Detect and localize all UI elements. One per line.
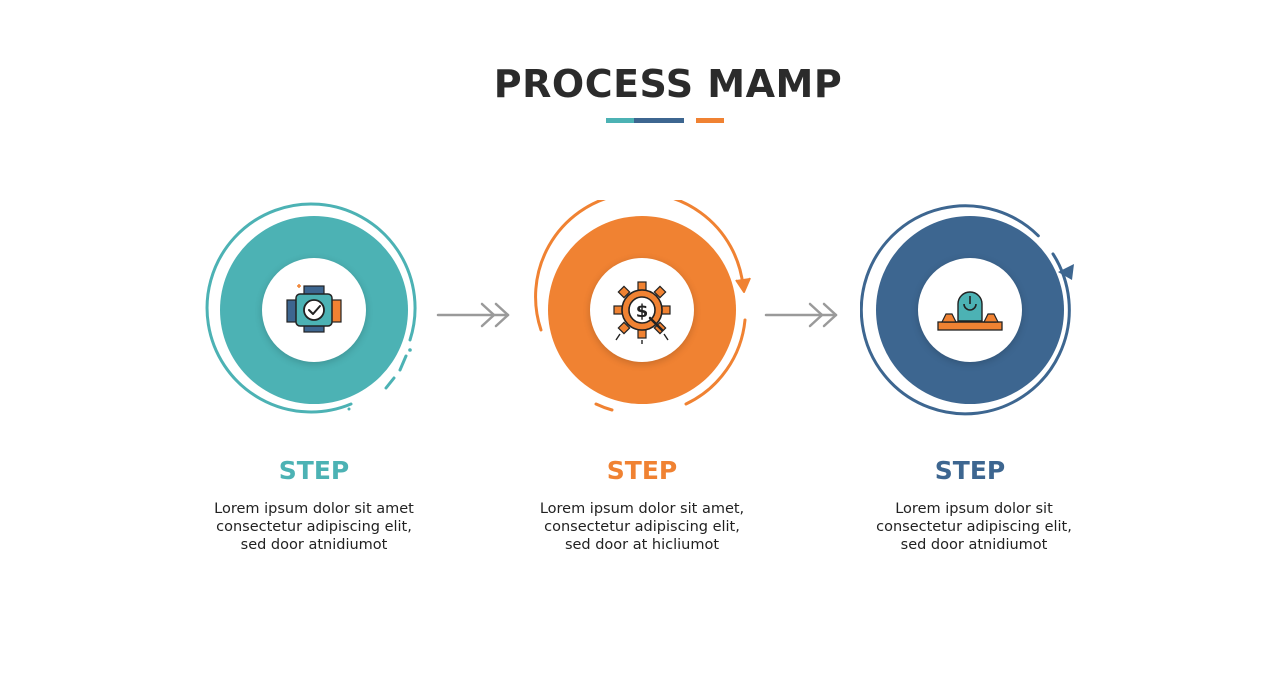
check-puzzle-icon xyxy=(286,284,342,333)
title-underline-blue xyxy=(634,118,684,123)
step-3-label: STEP xyxy=(934,456,1006,485)
title-underline-orange xyxy=(696,118,724,123)
step-1-line-3: sed door atnidiumot xyxy=(240,537,388,553)
step-1-icon-disc xyxy=(262,258,366,362)
step-1-line-2: consectetur adipiscing elit, xyxy=(216,519,412,535)
double-chevron-arrow-icon xyxy=(436,302,510,328)
step-1-label: STEP xyxy=(278,456,350,485)
step-2-line-2: consectetur adipiscing elit, xyxy=(544,519,740,535)
step-3-icon-disc xyxy=(918,258,1022,362)
power-dome-icon xyxy=(937,291,1003,331)
step-1-description: Lorem ipsum dolor sit amet consectetur a… xyxy=(184,500,444,554)
step-2-line-3: sed door at hicliumot xyxy=(564,537,720,553)
svg-text:$: $ xyxy=(636,301,649,322)
step-2-icon-disc: $ xyxy=(590,258,694,362)
step-2-line-1: Lorem ipsum dolor sit amet, xyxy=(539,501,745,517)
step-3-line-1: Lorem ipsum dolor sit xyxy=(895,501,1053,517)
step-3-line-2: consectetur adipiscing elit, xyxy=(876,519,1072,535)
step-1-circle xyxy=(204,200,424,420)
dollar-gear-icon: $ xyxy=(613,281,671,344)
step-1-line-1: Lorem ipsum dolor sit amet xyxy=(214,501,414,517)
step-2-circle: $ xyxy=(532,200,752,420)
title-underline-teal xyxy=(606,118,634,123)
step-3-line-3: sed door atnidiumot xyxy=(900,537,1048,553)
step-3-circle xyxy=(860,200,1080,420)
step-2-label: STEP xyxy=(606,456,678,485)
step-3-description: Lorem ipsum dolor sit consectetur adipis… xyxy=(844,500,1104,554)
double-chevron-arrow-icon xyxy=(764,302,838,328)
step-2-description: Lorem ipsum dolor sit amet, consectetur … xyxy=(512,500,772,554)
page-title: PROCESS MAMP xyxy=(493,62,843,106)
